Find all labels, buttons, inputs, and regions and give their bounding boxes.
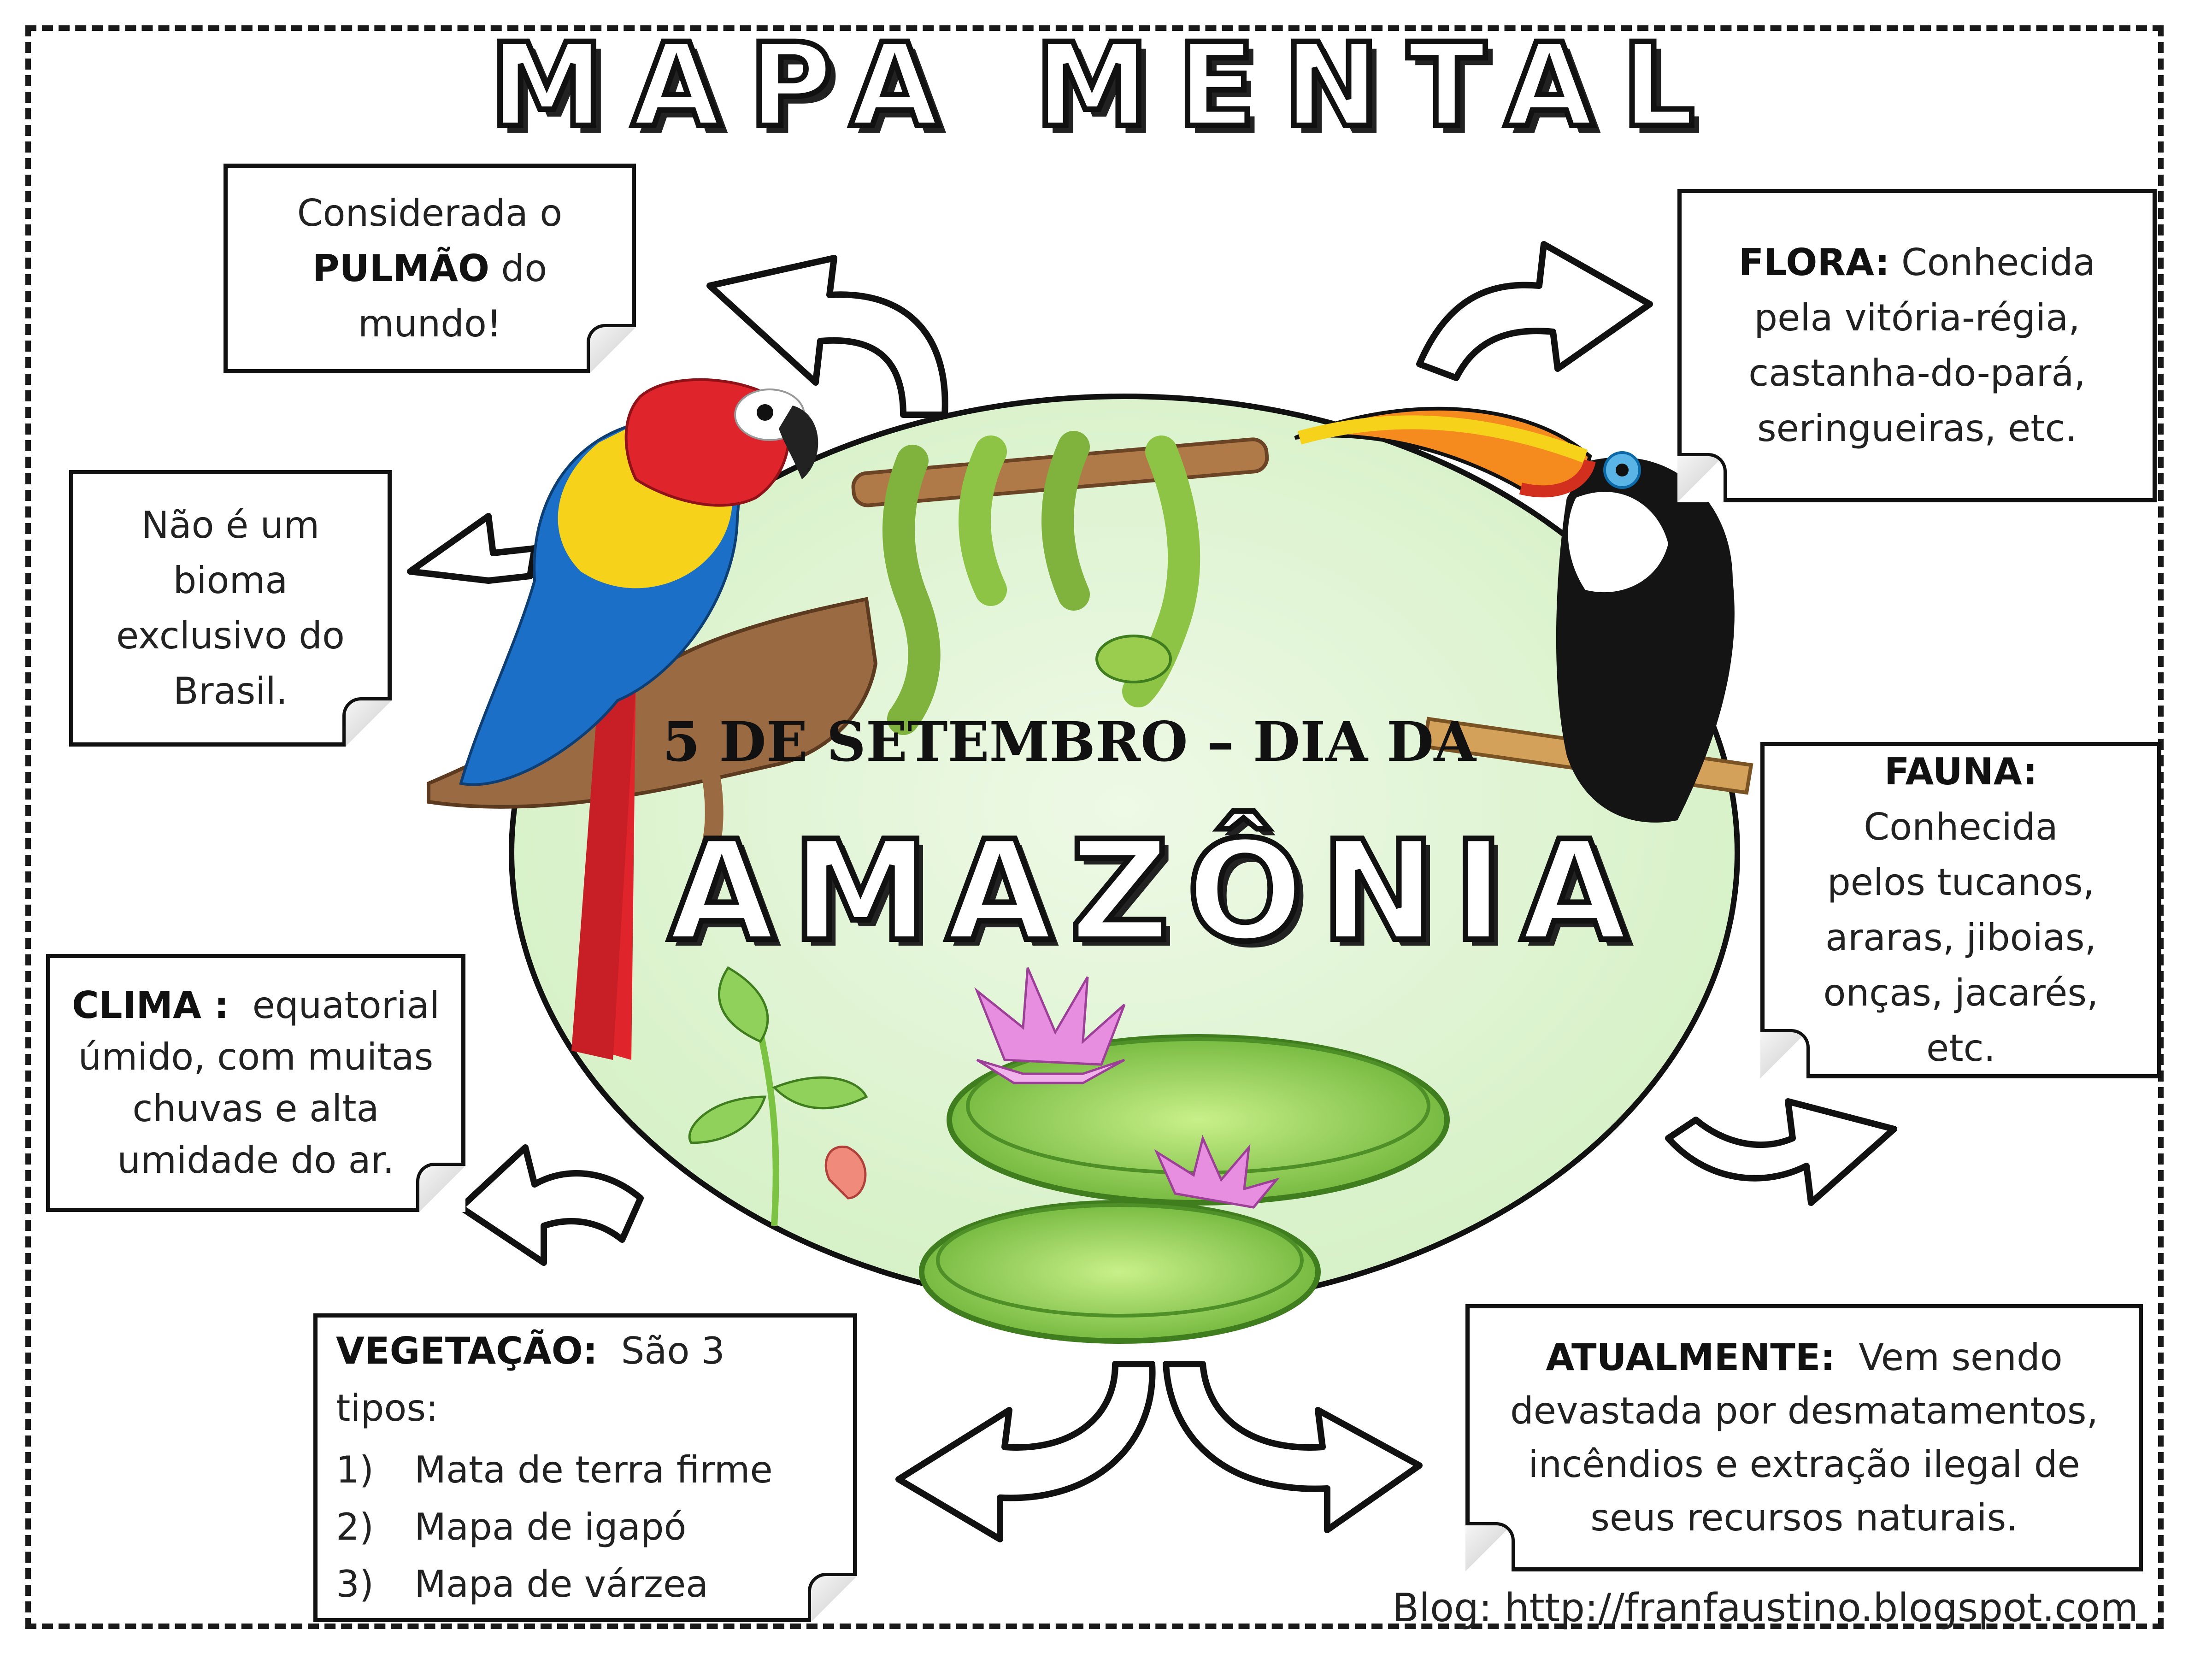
note-clima: CLIMA : equatorial úmido, com muitas chu…: [46, 954, 465, 1212]
macaw-icon: [427, 378, 878, 1060]
folded-corner: [1465, 1522, 1515, 1571]
blog-url[interactable]: Blog: http://franfaustino.blogspot.com: [1392, 1585, 2138, 1631]
curved-arrow-icon: [895, 1361, 1156, 1542]
note-line: bioma: [173, 559, 288, 602]
folded-corner: [342, 697, 392, 747]
note-line: CLIMA : equatorial: [71, 984, 440, 1027]
lotus-flower-icon: [974, 967, 1280, 1209]
curved-arrow-icon: [1163, 1361, 1423, 1533]
note-line: pela vitória-régia,: [1754, 296, 2080, 339]
center-title: AMAZÔNIA: [665, 808, 1645, 975]
note-line: úmido, com muitas: [78, 1035, 434, 1078]
note-atualmente: ATUALMENTE: Vem sendo devastada por desm…: [1465, 1304, 2143, 1571]
snake-icon: [851, 431, 1269, 735]
note-line: incêndios e extração ilegal de: [1528, 1443, 2080, 1486]
note-line: castanha-do-pará,: [1748, 352, 2086, 394]
list-item: 1)Mata de terra firme: [336, 1448, 773, 1491]
note-line: seus recursos naturais.: [1590, 1496, 2018, 1539]
note-line: PULMÃO do: [312, 247, 547, 290]
vegetation-list: 1)Mata de terra firme 2)Mapa de igapó 3)…: [336, 1441, 835, 1613]
note-line: mundo!: [358, 302, 502, 345]
note-flora: FLORA: Conhecida pela vitória-régia, cas…: [1677, 189, 2157, 502]
folded-corner: [1677, 453, 1727, 502]
note-line: FLORA: Conhecida: [1738, 241, 2096, 284]
curved-arrow-icon: [706, 255, 948, 418]
note-bioma: Não é um bioma exclusivo do Brasil.: [69, 470, 392, 747]
note-line: seringueiras, etc.: [1757, 407, 2077, 450]
dashed-border: [25, 25, 2164, 1629]
page-title: MAPA MENTAL: [487, 16, 1723, 155]
curved-arrow-icon: [407, 513, 538, 584]
note-line: VEGETAÇÃO: São 3 tipos:: [336, 1330, 725, 1430]
list-item: 3)Mapa de várzea: [336, 1563, 709, 1606]
center-date-line: 5 DE SETEMBRO – DIA DA: [662, 710, 1476, 774]
note-line: Brasil.: [173, 670, 288, 712]
folded-corner: [416, 1163, 465, 1212]
leaf-icon: [688, 966, 868, 1226]
curved-arrow-icon: [458, 1144, 644, 1266]
note-line: chuvas e alta: [132, 1087, 379, 1130]
note-line: devastada por desmatamentos,: [1510, 1389, 2098, 1432]
note-line: FAUNA: Conhecida: [1864, 750, 2058, 848]
curved-arrow-icon: [1416, 241, 1653, 381]
note-line: onças, jacarés, etc.: [1823, 971, 2099, 1070]
folded-corner: [587, 324, 636, 373]
folded-corner: [808, 1573, 857, 1622]
list-item: 2)Mapa de igapó: [336, 1506, 687, 1548]
note-fauna: FAUNA: Conhecida pelos tucanos, araras, …: [1760, 742, 2161, 1078]
note-vegetacao: VEGETAÇÃO: São 3 tipos: 1)Mata de terra …: [313, 1313, 857, 1622]
note-line: ATUALMENTE: Vem sendo: [1546, 1336, 2063, 1379]
note-line: Não é um: [141, 504, 320, 547]
note-line: Considerada o: [297, 191, 563, 235]
folded-corner: [1760, 1029, 1810, 1078]
note-line: araras, jiboias,: [1825, 916, 2096, 959]
note-line: umidade do ar.: [117, 1139, 394, 1182]
toucan-icon: [1294, 406, 1753, 823]
note-line: pelos tucanos,: [1827, 861, 2095, 904]
note-pulmao: Considerada o PULMÃO do mundo!: [224, 164, 636, 373]
curved-arrow-icon: [1665, 1098, 1897, 1206]
note-line: exclusivo do: [116, 614, 345, 657]
